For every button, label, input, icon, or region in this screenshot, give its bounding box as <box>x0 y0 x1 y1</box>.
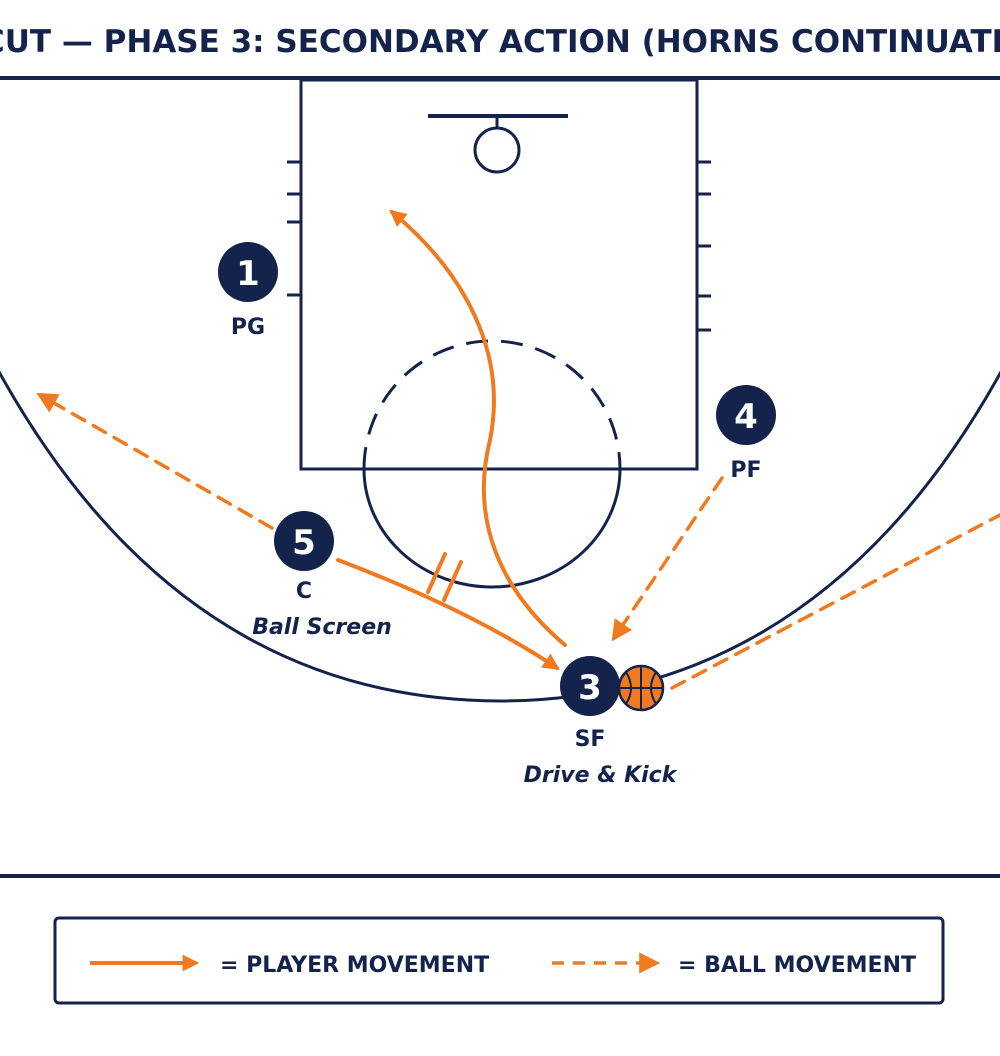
player-marker <box>560 656 620 716</box>
player-c: 5 C Ball Screen <box>252 511 392 640</box>
page-title: CUT — PHASE 3: SECONDARY ACTION (HORNS C… <box>0 24 1000 60</box>
three-point-arc <box>0 370 1000 703</box>
kick-pass-corner <box>36 392 274 530</box>
player-pf: 4 PF <box>716 385 776 483</box>
pass-pf-to-sf <box>611 476 724 642</box>
player-marker <box>716 385 776 445</box>
player-number: 5 <box>292 523 316 563</box>
player-position: PF <box>730 458 761 483</box>
legend-box <box>53 916 945 1005</box>
player-number: 4 <box>734 397 758 437</box>
half-court <box>0 76 1000 878</box>
player-number: 3 <box>578 668 602 708</box>
free-throw-lane <box>299 78 699 471</box>
rim <box>473 126 521 174</box>
player-marker <box>274 511 334 571</box>
legend-ball-movement-label: = BALL MOVEMENT <box>678 953 916 978</box>
player-position: C <box>296 579 312 604</box>
player-position: SF <box>575 727 606 752</box>
lane-hash-marks <box>287 160 711 332</box>
player-position: PG <box>231 315 265 340</box>
movement-paths <box>36 209 1000 690</box>
player-note: Ball Screen <box>252 615 392 640</box>
player-pg: 1 PG <box>218 242 278 340</box>
player-note: Drive & Kick <box>524 763 678 788</box>
legend-player-movement-label: = PLAYER MOVEMENT <box>220 953 489 978</box>
c-screen-path <box>336 558 560 670</box>
legend: = PLAYER MOVEMENT = BALL MOVEMENT <box>53 916 945 1005</box>
player-marker <box>218 242 278 302</box>
basketball-icon <box>617 664 665 712</box>
kick-pass-wing <box>670 513 1000 690</box>
free-throw-circle-bottom <box>362 468 622 589</box>
sf-drive-path <box>389 209 567 647</box>
screen-marker <box>426 552 463 602</box>
player-number: 1 <box>236 254 260 294</box>
player-sf: 3 SF Drive & Kick <box>524 656 678 788</box>
